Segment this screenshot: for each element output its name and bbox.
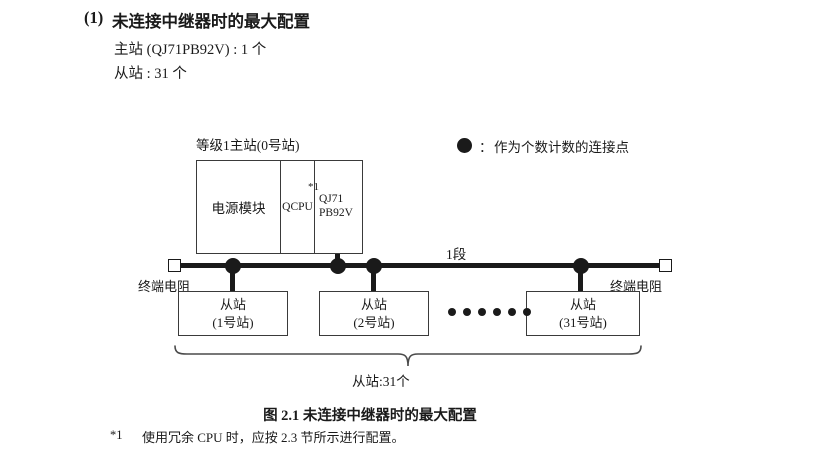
ellipsis-dot xyxy=(478,308,486,316)
section-title: 未连接中继器时的最大配置 xyxy=(112,12,310,31)
terminator-resistor-left-icon xyxy=(168,259,181,272)
cpu-footnote-mark: *1 xyxy=(308,181,319,193)
slave-station-number-31: (31号站) xyxy=(559,314,607,330)
figure-caption: 图 2.1 未连接中继器时的最大配置 xyxy=(263,408,477,424)
ellipsis-dots xyxy=(448,308,531,316)
connection-point-dot-slave-2 xyxy=(366,258,382,274)
connection-point-dot-slave-31 xyxy=(573,258,589,274)
section-number: (1) xyxy=(84,8,104,27)
terminator-right-label: 终端电阻 xyxy=(610,279,663,294)
slave-station-box-2: 从站 (2号站) xyxy=(319,291,429,336)
cpu-module-label: QCPU xyxy=(282,201,313,213)
slave-station-box-1: 从站 (1号站) xyxy=(178,291,288,336)
cpu-module-cell: QCPU *1 xyxy=(281,161,319,253)
slave-name-2: 从站 xyxy=(360,296,387,312)
ellipsis-dot xyxy=(523,308,531,316)
slave-name-31: 从站 xyxy=(569,296,596,312)
ellipsis-dot xyxy=(448,308,456,316)
ellipsis-dot xyxy=(508,308,516,316)
connection-point-dot-master xyxy=(330,258,346,274)
drop-line-slave-2 xyxy=(371,265,376,291)
slave-range-brace xyxy=(173,345,643,369)
brace-shape-icon xyxy=(174,345,642,367)
bus-trunk-line xyxy=(177,263,661,268)
brace-label: 从站:31个 xyxy=(352,374,410,389)
segment-label: 1段 xyxy=(446,247,467,262)
master-station-label: 等级1主站(0号站) xyxy=(196,138,300,153)
legend-label: 作为个数计数的连接点 xyxy=(494,140,629,155)
footnote-text: 使用冗余 CPU 时，应按 2.3 节所示进行配置。 xyxy=(142,430,405,445)
filled-circle-icon xyxy=(457,138,472,153)
legend-colon: ： xyxy=(479,140,493,155)
slave-station-number-1: (1号站) xyxy=(212,314,254,330)
slave-name-1: 从站 xyxy=(219,296,246,312)
slave-station-number-2: (2号站) xyxy=(353,314,395,330)
spec-master-count: 主站 (QJ71PB92V) : 1 个 xyxy=(114,42,267,58)
network-module-cell: QJ71 PB92V xyxy=(315,161,362,253)
power-module-label: 电源模块 xyxy=(211,201,266,216)
drop-line-slave-1 xyxy=(230,265,235,291)
drop-line-slave-31 xyxy=(578,265,583,291)
spec-slave-count: 从站 : 31 个 xyxy=(114,66,187,82)
terminator-left-label: 终端电阻 xyxy=(138,279,191,294)
master-module-rack: 电源模块 QCPU *1 QJ71 PB92V xyxy=(196,160,363,254)
network-module-label: QJ71 PB92V xyxy=(319,193,353,219)
ellipsis-dot xyxy=(463,308,471,316)
footnote-mark: *1 xyxy=(110,428,123,442)
terminator-resistor-right-icon xyxy=(659,259,672,272)
connection-point-dot-slave-1 xyxy=(225,258,241,274)
slave-station-box-31: 从站 (31号站) xyxy=(526,291,640,336)
ellipsis-dot xyxy=(493,308,501,316)
power-module-cell: 电源模块 xyxy=(197,161,281,253)
